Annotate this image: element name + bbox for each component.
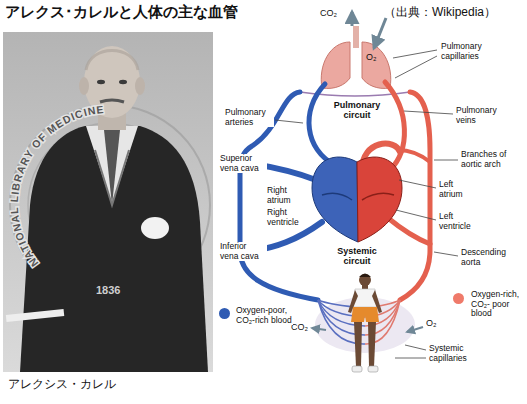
part-label: Right atrium [266, 186, 308, 205]
part-label: Systemic circuit [322, 246, 392, 266]
paper [6, 309, 64, 322]
part-label: Pulmonary circuit [322, 100, 392, 120]
part-label: Pulmonary veins [455, 106, 503, 125]
descending-aorta [388, 218, 430, 244]
page-title: アレクス･カレルと人体の主な血管 [5, 4, 238, 21]
part-label: Left ventricle [438, 212, 484, 231]
mustache [100, 100, 124, 102]
legend-text: Oxygen-rich, CO₂- poor blood [470, 290, 524, 319]
part-label: Superior vena cava [219, 154, 267, 173]
eye [119, 80, 127, 84]
part-label: Pulmonary capillaries [440, 42, 500, 61]
suit [20, 126, 208, 372]
head [86, 51, 138, 71]
person-figure [348, 274, 382, 373]
portrait-photo: NATIONAL LIBRARY OF MEDICINE [3, 32, 213, 372]
shorts [351, 307, 379, 322]
trachea [353, 26, 359, 48]
heart-left [357, 157, 402, 242]
part-label: Descending aorta [460, 248, 524, 267]
heart-valve [322, 193, 352, 200]
heart [312, 157, 402, 242]
watermark: 1836 [96, 284, 120, 296]
pulmonary-artery [309, 84, 335, 165]
shoe [352, 366, 362, 372]
leader-line [395, 358, 426, 359]
photo-caption: アレクシス・カレル [8, 378, 116, 391]
part-label: Systemic capillaries [428, 344, 488, 363]
part-label: Branches of aortic arch [460, 150, 524, 169]
co2-arrow [312, 328, 326, 330]
lungs [321, 12, 391, 88]
watermark: NATIONAL LIBRARY OF MEDICINE [8, 103, 105, 269]
part-label: Left atrium [438, 180, 476, 199]
head [359, 274, 371, 286]
neck [362, 285, 368, 289]
legend-swatch [219, 308, 230, 319]
leg [368, 322, 376, 367]
tie [104, 130, 120, 205]
leader-line [396, 210, 436, 220]
o2-arrow [407, 327, 423, 332]
stamp-text: NATIONAL LIBRARY OF MEDICINE [8, 103, 105, 269]
aortic-branch [398, 150, 430, 162]
legend-text: Oxygen-poor, CO₂-rich blood [235, 306, 293, 325]
vest [95, 150, 129, 205]
leader-line [275, 120, 303, 123]
ear [79, 77, 89, 95]
leader-line [405, 345, 426, 350]
leader-line [404, 111, 453, 114]
shoe [368, 366, 378, 372]
pulmonary-vein [385, 82, 404, 170]
leg [354, 322, 362, 367]
co2-arrow [351, 12, 354, 26]
hair [359, 274, 371, 278]
leader-line [399, 180, 436, 188]
hand [141, 217, 169, 239]
eye [97, 80, 105, 84]
heart-right [312, 157, 358, 242]
shirt [86, 126, 138, 205]
leader-line [393, 50, 437, 58]
lung [321, 42, 350, 88]
ear [135, 77, 145, 95]
part-label: O₂ [426, 318, 437, 328]
leader-line [434, 160, 458, 161]
leader-line [395, 56, 437, 78]
o2-arrow [374, 18, 386, 48]
heart-valve [362, 193, 394, 200]
part-label: CO₂ [320, 8, 337, 18]
part-label: O₂ [366, 52, 377, 62]
photo-ground [3, 32, 213, 372]
legend-swatch [453, 293, 464, 304]
part-label: Right ventricle [266, 208, 308, 227]
part-label: CO₂ [291, 322, 308, 332]
part-label: Pulmonary arteries [224, 108, 274, 127]
part-label: Inferior vena cava [219, 242, 267, 261]
source-note: （出典：Wikipedia） [384, 6, 496, 19]
leader-line [434, 252, 458, 256]
